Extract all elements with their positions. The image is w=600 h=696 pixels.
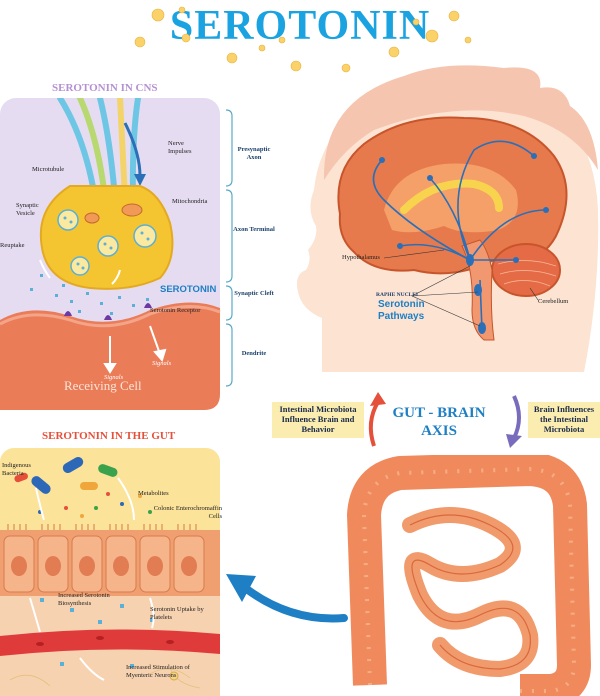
cerebellum [491, 243, 561, 297]
page-title: SEROTONIN [169, 3, 431, 49]
region-brackets [225, 109, 233, 387]
label-increased-biosynthesis: Increased Serotonin Biosynthesis [58, 592, 110, 607]
gut-brain-axis-title: GUT - BRAIN AXIS [392, 405, 486, 439]
gut-heading: SEROTONIN IN THE GUT [42, 430, 176, 442]
label-hypothalamus: Hypothalamus [342, 254, 380, 261]
label-serotonin: SEROTONIN [160, 284, 217, 295]
blood-vessel [0, 629, 220, 656]
up-arrow-red [368, 400, 380, 447]
synapse-illustration [0, 98, 221, 410]
bracket-label-axon-terminal: Axon Terminal [233, 226, 275, 233]
label-receiving-cell: Receiving Cell [64, 378, 142, 393]
small-intestine [402, 507, 539, 678]
label-mitochondria: Mitochondria [172, 198, 208, 205]
label-microtubule: Microtubule [32, 166, 65, 173]
bracket-label-presynaptic-axon: Presynaptic Axon [237, 146, 271, 161]
down-arrow-purple [512, 395, 521, 439]
label-nerve-impulses: Nerve Impulses [168, 140, 192, 155]
gut-to-panel-arrow [226, 574, 348, 623]
label-signals-2: Signals [152, 360, 172, 367]
emoji-decoration [134, 6, 472, 73]
nerve-impulse-arrow [123, 122, 142, 177]
hair [323, 65, 598, 180]
axis-arrows [368, 392, 522, 448]
label-raphe-nuclei: RAPHE NUCLEI [376, 292, 419, 298]
box-microbiota-influence: Intestinal Microbiota Influence Brain an… [272, 402, 364, 438]
label-colonic-ec-cells: Colonic Enterochromaffin Cells [153, 505, 222, 520]
label-increased-stimulation: Increased Stimulation of Myenteric Neuro… [126, 664, 190, 679]
label-reuptake: Reuptake [0, 242, 25, 249]
bracket-label-dendrite: Dendrite [241, 350, 267, 357]
gut-illustration [0, 448, 220, 696]
cns-heading: SEROTONIN IN CNS [52, 82, 158, 94]
corpus-callosum [400, 179, 503, 214]
label-synaptic-vesicle: Synaptic Vesicle [16, 202, 39, 217]
intestine-illustration [347, 455, 591, 696]
bracket-label-synaptic-cleft: Synaptic Cleft [234, 290, 274, 297]
label-cerebellum: Cerebellum [538, 298, 569, 305]
head-brain-illustration [297, 65, 599, 372]
label-uptake-platelets: Serotonin Uptake by Platelets [150, 606, 204, 621]
large-intestine [347, 455, 591, 696]
label-serotonin-receptor: Serotonin Receptor [150, 307, 201, 314]
label-metabolites: Metabolites [138, 490, 169, 497]
label-serotonin-pathways: Serotonin Pathways [378, 299, 425, 322]
label-signals-1: Signals [104, 374, 124, 381]
bacteria [14, 457, 118, 494]
box-brain-influence: Brain Influences the Intestinal Microbio… [528, 402, 600, 438]
label-indigenous-bacteria: Indigenous Bacteria [2, 462, 31, 477]
